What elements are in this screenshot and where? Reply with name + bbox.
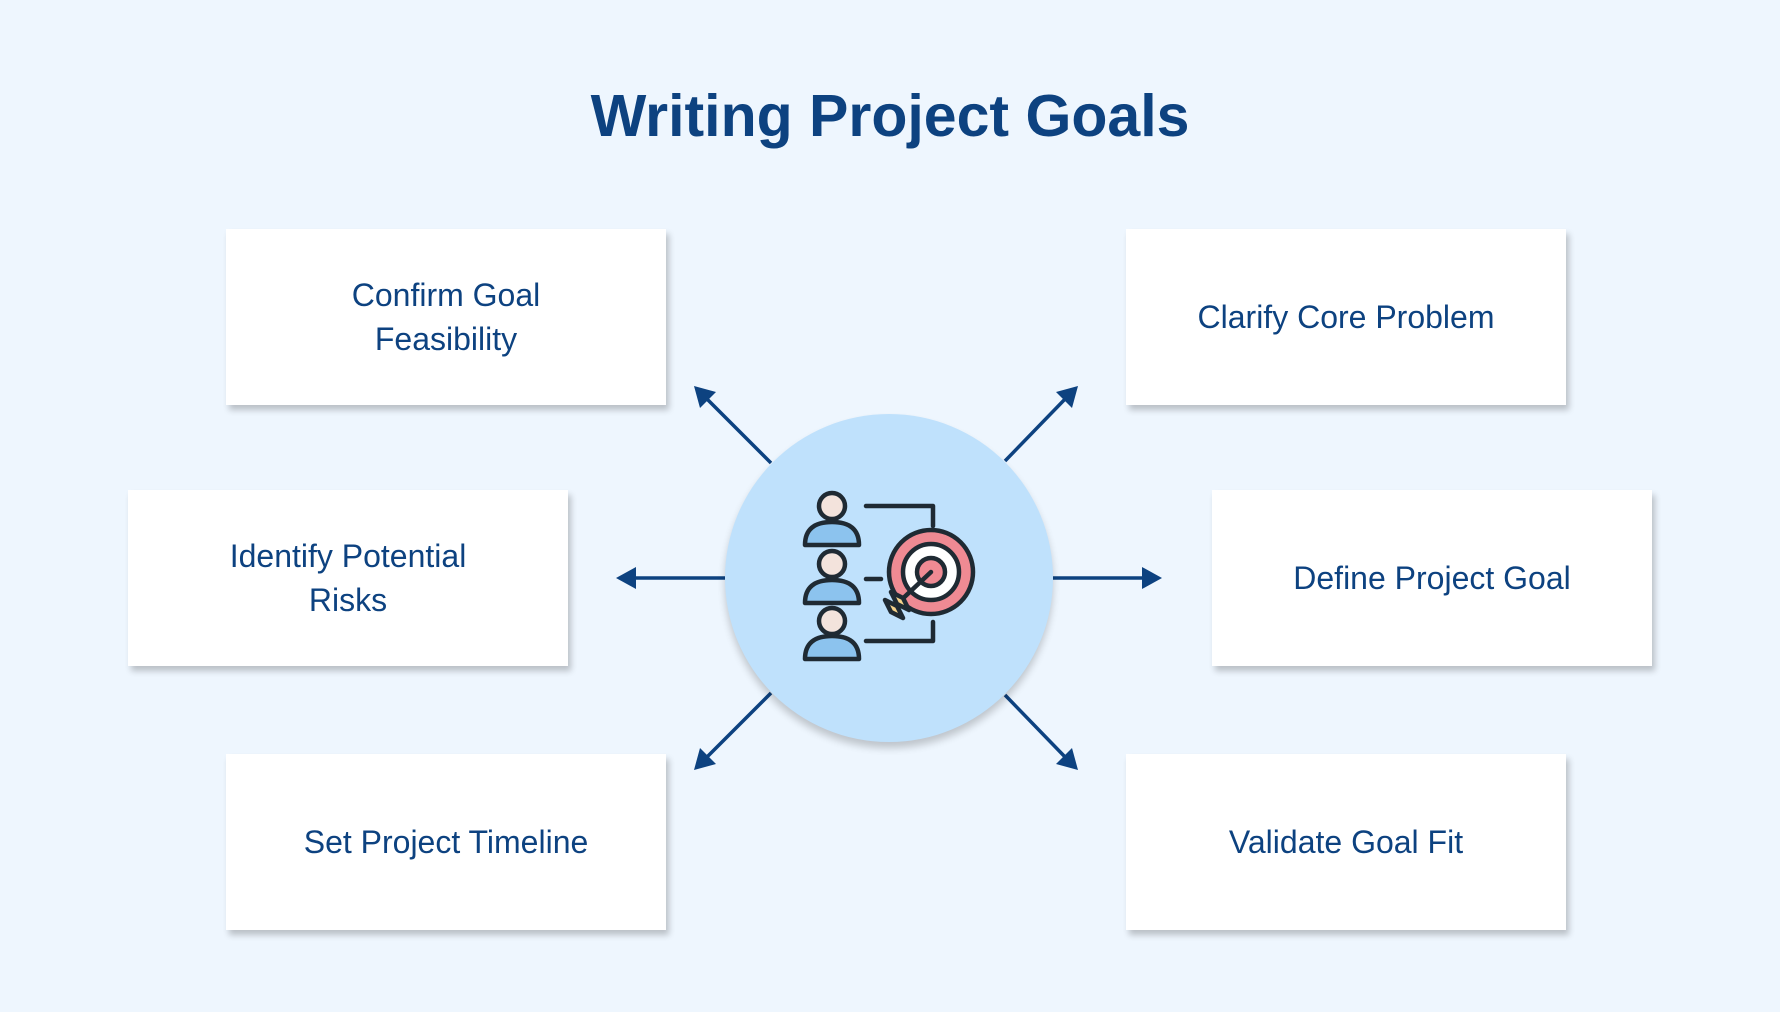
step-label: Define Project Goal bbox=[1293, 560, 1571, 596]
step-card-confirm-goal-feasibility: Confirm Goal Feasibility bbox=[226, 229, 666, 405]
step-card-set-project-timeline: Set Project Timeline bbox=[226, 754, 666, 930]
team-target-icon bbox=[802, 490, 976, 662]
arrowhead-right bbox=[1142, 567, 1162, 589]
arrowhead-up-left bbox=[694, 386, 716, 408]
step-label: Set Project Timeline bbox=[303, 824, 589, 860]
step-card-define-project-goal: Define Project Goal bbox=[1212, 490, 1652, 666]
arrowhead-left bbox=[616, 567, 636, 589]
step-card-identify-potential-risks: Identify Potential Risks bbox=[128, 490, 568, 666]
step-label: Identify Potential Risks bbox=[229, 538, 467, 618]
page-title: Writing Project Goals bbox=[590, 83, 1190, 149]
step-label: Clarify Core Problem bbox=[1197, 299, 1495, 335]
arrow-to-confirm-goal-feasibility bbox=[703, 395, 773, 465]
arrow-to-set-project-timeline bbox=[703, 691, 773, 761]
step-label: Validate Goal Fit bbox=[1228, 824, 1464, 860]
step-card-validate-goal-fit: Validate Goal Fit bbox=[1126, 754, 1566, 930]
step-label: Confirm Goal Feasibility bbox=[351, 277, 541, 357]
arrow-to-validate-goal-fit bbox=[1003, 693, 1069, 761]
arrowhead-up-right bbox=[1056, 386, 1078, 408]
arrow-to-clarify-core-problem bbox=[1003, 395, 1069, 463]
arrowhead-down-left bbox=[694, 748, 716, 770]
arrowhead-down-right bbox=[1056, 748, 1078, 770]
step-card-clarify-core-problem: Clarify Core Problem bbox=[1126, 229, 1566, 405]
central-hub bbox=[725, 414, 1053, 742]
